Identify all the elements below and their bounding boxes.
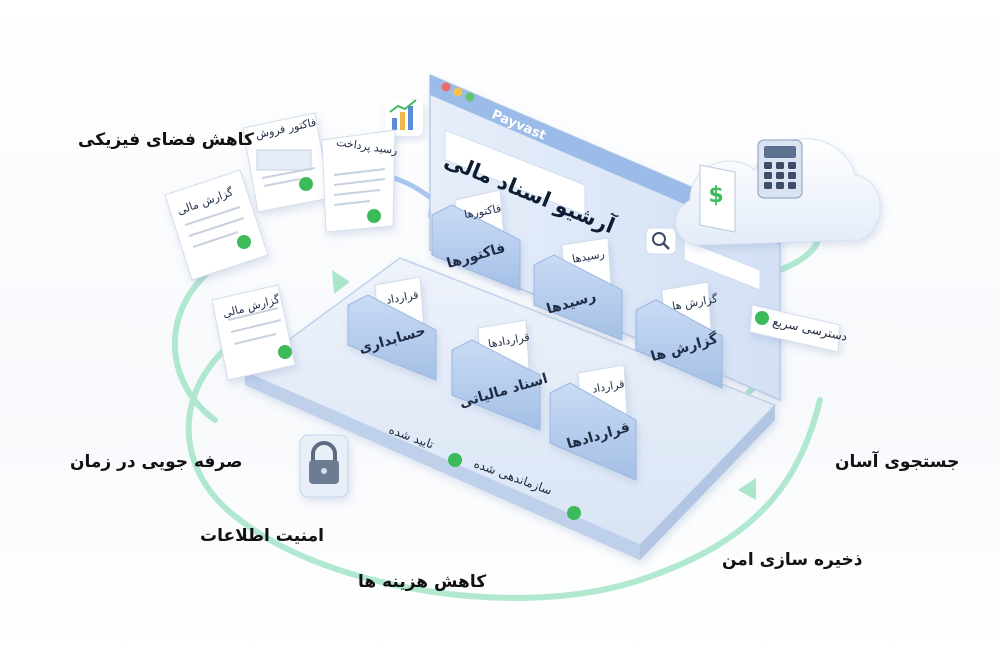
folder-gozaresh <box>635 281 723 389</box>
floating-doc-3 <box>321 129 396 233</box>
folder-asnad-maliati <box>451 319 541 431</box>
benefit-reduce-space: کاهش فضای فیزیکی <box>78 130 254 150</box>
flow-arrow-head-3 <box>738 478 756 500</box>
benefit-easy-search: جستجوی آسان <box>835 452 960 472</box>
floating-doc-2 <box>242 112 331 213</box>
benefit-reduce-cost: کاهش هزینه ها <box>358 572 487 592</box>
search-bar <box>683 239 761 291</box>
folder-hesabdari <box>347 276 437 381</box>
folder-residha <box>533 237 623 341</box>
search-icon <box>645 227 677 255</box>
calculator-icon <box>757 139 803 199</box>
quick-access-tag <box>749 304 841 353</box>
benefit-save-time: صرفه جویی در زمان <box>70 452 243 472</box>
floating-doc-4 <box>211 284 296 381</box>
flow-arrow-head-1 <box>332 270 350 294</box>
approved-check-icon <box>448 453 462 467</box>
folder-faktorha <box>431 189 521 291</box>
chart-icon <box>385 99 423 136</box>
organized-check-icon <box>567 506 581 520</box>
title-card <box>444 129 586 216</box>
folder-gharardadha <box>549 364 637 481</box>
benefit-security: امنیت اطلاعات <box>200 526 324 546</box>
lock-icon <box>299 434 349 498</box>
benefit-safe-storage: ذخیره سازی امن <box>722 550 863 570</box>
svg-text:$: $ <box>708 183 723 208</box>
floating-doc-1 <box>164 169 269 281</box>
receipt-dollar-icon: $ <box>699 164 736 233</box>
